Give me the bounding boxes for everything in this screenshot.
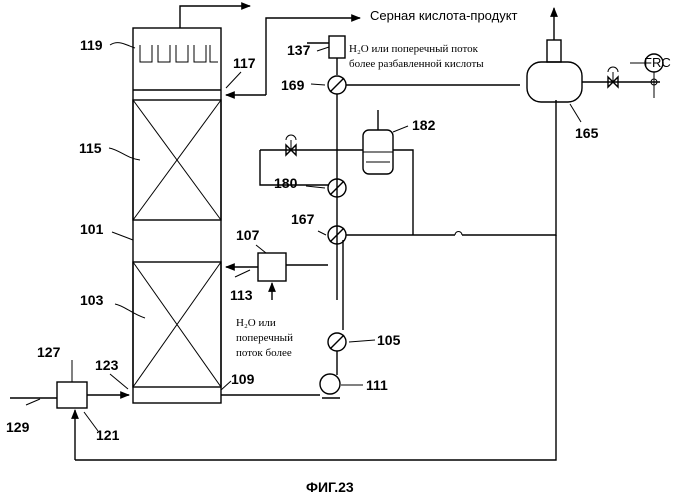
ref-121: 121 [96,427,120,443]
ref-180: 180 [274,175,298,191]
mixer-137 [329,36,345,58]
product-label: Серная кислота-продукт [370,8,518,23]
absorption-tower-101 [133,28,221,403]
h2o-note-3: H₂O или [236,317,276,329]
h2o-note-4: поперечный [236,332,293,344]
ref-115: 115 [79,140,102,156]
valve-top [286,135,296,155]
ref-165: 165 [575,125,599,141]
mixer-127 [57,382,87,408]
packed-bed-115 [133,100,221,220]
h2o-note-2: более разбавленной кислоты [349,58,484,70]
vessel-182 [363,110,393,174]
ref-107: 107 [236,227,260,243]
frc-label: FRC [644,55,671,70]
packed-bed-103 [133,262,221,387]
ref-129: 129 [6,419,30,435]
ref-117: 117 [233,55,256,71]
ref-103: 103 [80,292,104,308]
pump-111 [320,374,340,398]
figure-caption: ФИГ.23 [306,479,354,495]
heat-exchanger-105 [328,333,346,351]
separator-165 [527,8,660,102]
ref-123: 123 [95,357,119,373]
ref-113: 113 [230,287,253,303]
ref-127: 127 [37,344,61,360]
ref-167: 167 [291,211,315,227]
ref-169: 169 [281,77,305,93]
ref-137: 137 [287,42,311,58]
candle-filters-119 [140,45,218,62]
ref-111: 111 [366,377,388,393]
heat-exchanger-169 [328,76,520,94]
ref-109: 109 [231,371,255,387]
ref-119: 119 [80,37,103,53]
h2o-note-5: поток более [236,347,292,359]
frc-controller: FRC [608,54,671,98]
ref-182: 182 [412,117,436,133]
ref-101: 101 [80,221,104,237]
mixer-107 [258,253,286,281]
h2o-note-1: H₂O или поперечный поток [349,43,479,55]
ref-105: 105 [377,332,401,348]
